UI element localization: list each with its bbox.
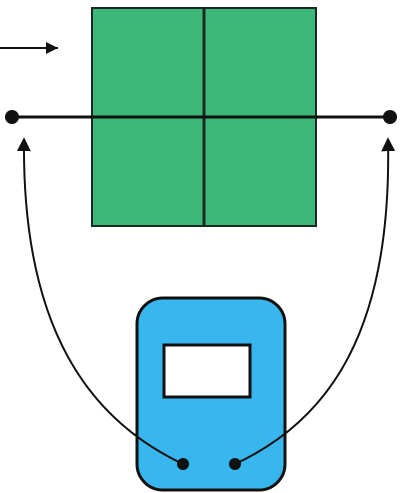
right-arrow-icon [0,42,58,54]
voltmeter-icon [137,298,285,490]
left-terminal-dot [5,110,19,124]
right-terminal-dot [383,110,397,124]
meter-display-window [164,345,250,397]
